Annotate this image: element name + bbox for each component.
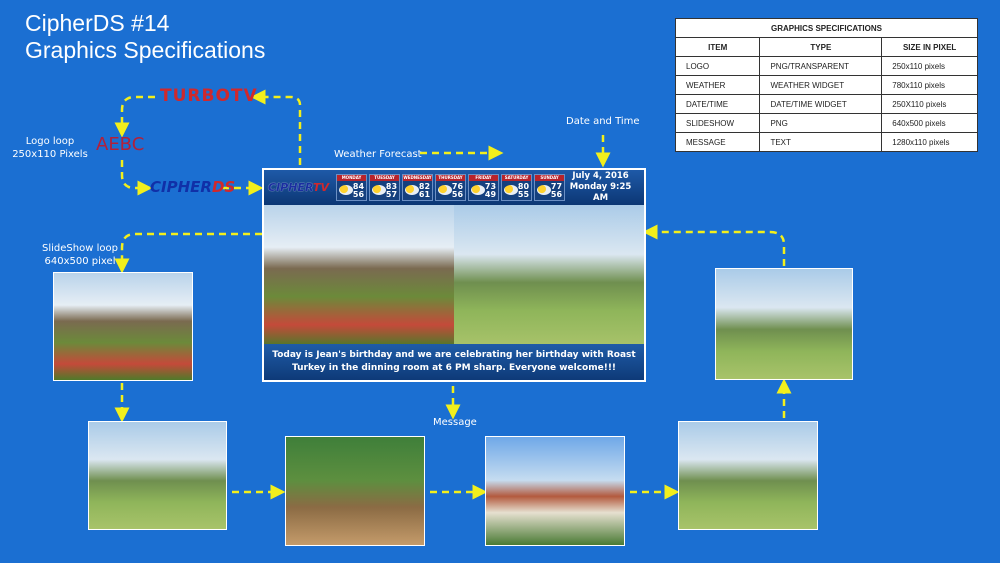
title-line-2: Graphics Specifications — [25, 37, 266, 63]
partly-cloudy-icon — [372, 185, 387, 195]
partly-cloudy-icon — [405, 185, 420, 195]
cipherds-logo-a: CIPHER — [150, 178, 212, 196]
temp-high: 76 — [451, 182, 464, 191]
slideshow-photo-right — [454, 205, 644, 346]
time-text: Monday 9:25 AM — [569, 182, 632, 203]
aebc-logo: AEBC — [96, 134, 145, 155]
temp-high: 84 — [352, 182, 365, 191]
temp-low: 56 — [352, 190, 365, 199]
temp-high: 82 — [418, 182, 431, 191]
title-line-1: CipherDS #14 — [25, 10, 170, 36]
temp-high: 73 — [484, 182, 497, 191]
day-name: THURSDAY — [436, 175, 466, 181]
datetime-label: Date and Time — [566, 116, 640, 127]
temp-low: 57 — [385, 190, 398, 199]
message-bar: Today is Jean's birthday and we are cele… — [264, 344, 644, 380]
temp-high: 77 — [550, 182, 563, 191]
cipherds-logo-b: DS — [211, 178, 236, 196]
ciphertv-logo: CIPHERTV — [268, 181, 334, 194]
specs-cell: 1280x110 pixels — [881, 132, 978, 152]
day-name: SATURDAY — [502, 175, 532, 181]
cipherds-logo: CIPHERDS — [150, 178, 235, 196]
partly-cloudy-icon — [438, 185, 453, 195]
temp-high: 80 — [517, 182, 530, 191]
logo-loop-text: Logo loop — [25, 136, 75, 147]
partly-cloudy-icon — [504, 185, 519, 195]
partly-cloudy-icon — [339, 185, 354, 195]
day-name: TUESDAY — [370, 175, 400, 181]
weather-label: Weather Forecast — [334, 149, 422, 160]
date-text: July 4, 2016 — [572, 171, 629, 181]
slideshow-photo-6 — [715, 268, 853, 380]
slideshow-loop-text: SlideShow loop — [42, 243, 118, 254]
slideshow-photo-left — [264, 205, 454, 346]
logo-loop-label: Logo loop 250x110 Pixels — [10, 135, 90, 161]
slideshow-loop-label: SlideShow loop 640x500 pixel — [30, 242, 130, 268]
day-name: FRIDAY — [469, 175, 499, 181]
specs-cell: MESSAGE — [674, 132, 761, 152]
ciphertv-logo-b: TV — [312, 181, 329, 194]
temp-low: 49 — [484, 190, 497, 199]
slideshow-photo-5 — [678, 421, 818, 530]
specs-cell: 250x110 pixels — [881, 56, 978, 76]
slideshow-size-text: 640x500 pixel — [44, 256, 116, 267]
partly-cloudy-icon — [471, 185, 486, 195]
temp-low: 61 — [418, 190, 431, 199]
logo-size-text: 250x110 Pixels — [12, 149, 88, 160]
ciphertv-logo-a: CIPHER — [268, 181, 313, 194]
temp-high: 83 — [385, 182, 398, 191]
temp-low: 56 — [451, 190, 464, 199]
slideshow-photo-4 — [485, 436, 625, 546]
day-name: SUNDAY — [535, 175, 565, 181]
turbotv-logo: TURBOTV — [160, 86, 258, 106]
slideshow-photo-1 — [53, 272, 193, 381]
day-name: WEDNESDAY — [403, 175, 433, 181]
temp-low: 55 — [517, 190, 530, 199]
temp-low: 56 — [550, 190, 563, 199]
message-label: Message — [433, 417, 477, 428]
slideshow-photo-3 — [285, 436, 425, 546]
day-name: MONDAY — [337, 175, 367, 181]
specs-cell: TEXT — [759, 132, 883, 152]
partly-cloudy-icon — [537, 185, 552, 195]
slideshow-photo-2 — [88, 421, 227, 530]
